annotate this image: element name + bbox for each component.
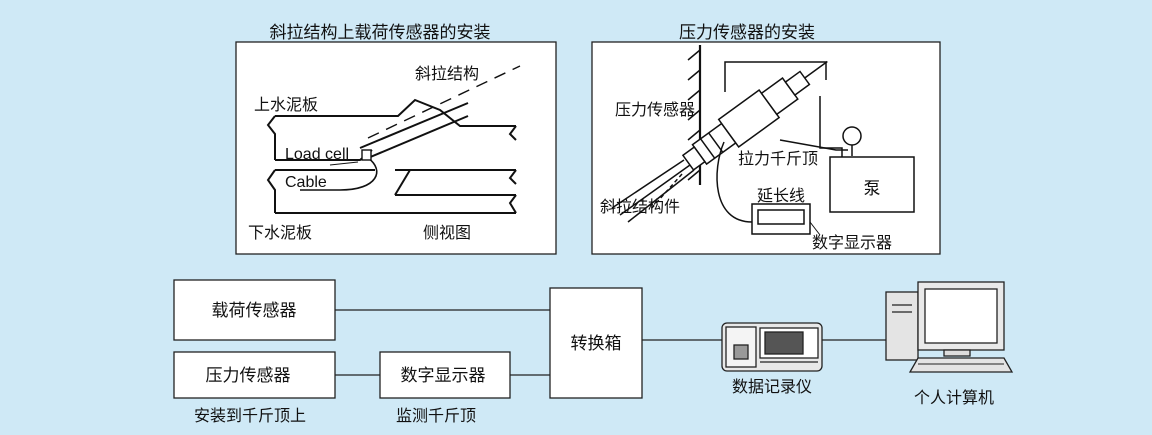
pressure-sensor-drawing — [611, 45, 915, 236]
label-cable: Cable — [285, 174, 327, 191]
label-cable-member: 斜拉结构件 — [600, 197, 680, 216]
label-pressure-sensor: 压力传感器 — [615, 100, 695, 119]
right-panel-title: 压力传感器的安装 — [679, 23, 815, 43]
label-pump: 泵 — [864, 179, 881, 199]
pc-label: 个人计算机 — [914, 388, 994, 407]
flow-connectors — [335, 309, 886, 376]
load-sensor-label: 载荷传感器 — [212, 301, 297, 321]
pressure-sensor-note: 安装到千斤顶上 — [194, 406, 306, 425]
data-logger-device — [721, 322, 823, 372]
switch-box-label: 转换箱 — [571, 334, 622, 354]
digital-display-box — [379, 351, 511, 399]
label-upper-slab: 上水泥板 — [254, 95, 318, 114]
label-digital-display: 数字显示器 — [812, 233, 892, 252]
left-panel-frame — [235, 41, 557, 255]
switch-box — [549, 287, 643, 399]
label-cable-structure: 斜拉结构 — [415, 64, 479, 83]
label-load-cell: Load cell — [285, 146, 349, 163]
cable-structure-drawing — [266, 65, 521, 214]
digital-display-label: 数字显示器 — [401, 366, 486, 386]
data-logger-label: 数据记录仪 — [732, 377, 812, 396]
load-sensor-box — [173, 279, 336, 341]
pressure-sensor-box — [173, 351, 336, 399]
left-panel-title: 斜拉结构上载荷传感器的安装 — [270, 23, 491, 43]
label-lower-slab: 下水泥板 — [248, 223, 312, 242]
pc-icon — [885, 281, 1014, 373]
label-extension-cable: 延长线 — [757, 186, 805, 205]
digital-display-note: 监测千斤顶 — [396, 406, 476, 425]
label-side-view: 侧视图 — [423, 223, 471, 242]
label-jack: 拉力千斤顶 — [738, 149, 818, 168]
pressure-sensor-label: 压力传感器 — [206, 366, 291, 386]
